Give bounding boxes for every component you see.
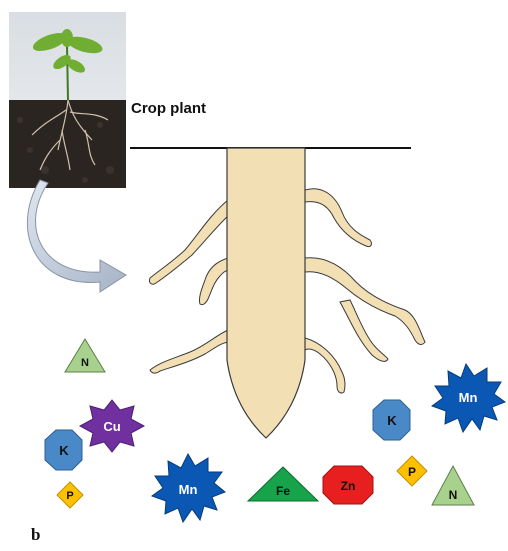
nutrient-label: P bbox=[408, 465, 416, 479]
nutrient-n-2: N bbox=[432, 466, 474, 505]
nutrient-fe: Fe bbox=[248, 467, 318, 501]
nutrient-label: K bbox=[387, 413, 397, 428]
nutrient-label: Mn bbox=[179, 482, 198, 497]
nutrient-label: P bbox=[66, 490, 73, 502]
nutrient-k-1: K bbox=[45, 430, 82, 470]
nutrient-k-2: K bbox=[373, 400, 410, 440]
nutrient-label: N bbox=[81, 357, 89, 369]
nutrient-zn: Zn bbox=[323, 466, 373, 504]
nutrient-n-1: N bbox=[65, 339, 105, 372]
curved-arrow-icon bbox=[27, 180, 126, 292]
nutrient-mn-1: Mn bbox=[152, 454, 225, 522]
main-root bbox=[227, 148, 305, 438]
crop-photo bbox=[9, 12, 126, 188]
nutrient-cu: Cu bbox=[80, 400, 144, 452]
nutrient-label: Cu bbox=[103, 419, 120, 434]
nutrient-label: Fe bbox=[276, 484, 290, 498]
nutrient-p-1: P bbox=[57, 482, 83, 508]
nutrient-label: Mn bbox=[459, 390, 478, 405]
nutrient-label: K bbox=[59, 443, 69, 458]
nutrient-label: Zn bbox=[341, 479, 356, 493]
panel-label: b bbox=[31, 525, 40, 545]
crop-plant-label: Crop plant bbox=[131, 100, 206, 117]
nutrient-label: N bbox=[449, 488, 458, 502]
nutrient-p-2: P bbox=[397, 456, 427, 486]
nutrient-mn-2: Mn bbox=[432, 364, 505, 432]
